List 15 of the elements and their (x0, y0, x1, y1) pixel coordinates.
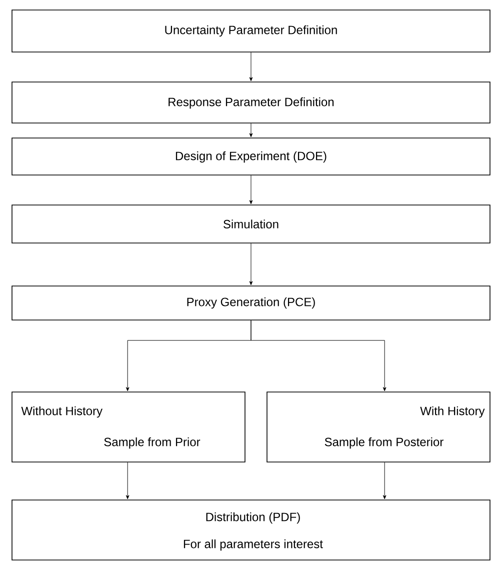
arrow (126, 462, 130, 500)
arrow (250, 320, 386, 392)
process-box: Distribution (PDF) For all parameters interest (12, 500, 490, 560)
process-box: Design of Experiment (DOE) (12, 138, 490, 176)
process-box: Proxy Generation (PCE) (12, 286, 490, 320)
process-box: With History Sample from Posterior (266, 392, 490, 462)
arrow (249, 52, 253, 82)
arrow (249, 175, 253, 204)
arrow (249, 243, 253, 286)
process-box: Uncertainty Parameter Definition (12, 10, 490, 52)
arrow (249, 123, 253, 138)
process-box: Without History Sample from Prior (12, 392, 246, 462)
process-box: Simulation (12, 204, 490, 244)
arrow (382, 462, 386, 500)
process-box: Response Parameter Definition (12, 82, 490, 124)
